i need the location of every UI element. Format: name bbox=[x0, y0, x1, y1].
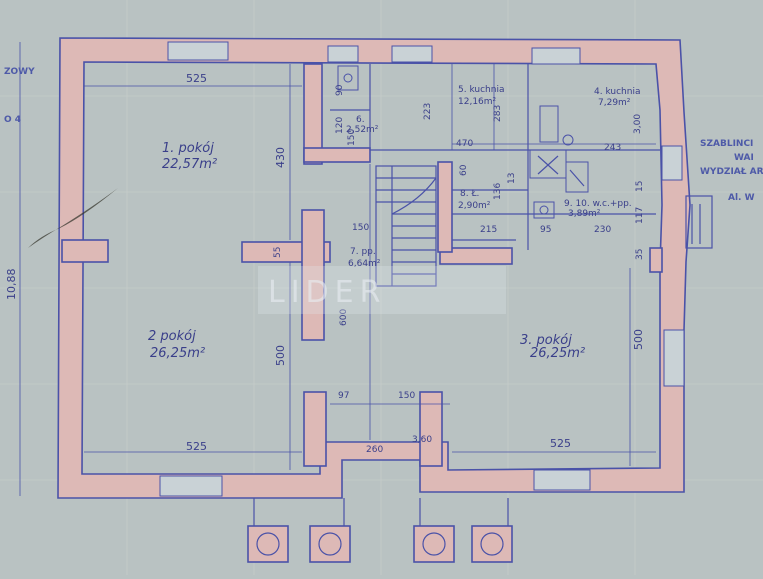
room4-area: 7,29m² bbox=[598, 98, 631, 108]
dim-97: 97 bbox=[338, 391, 349, 401]
dimension-lines bbox=[19, 42, 656, 496]
watermark-text: LIDER bbox=[268, 275, 386, 310]
left-margin-line1: ZOWY bbox=[4, 67, 35, 77]
room8-area: 2,90m² bbox=[458, 201, 491, 211]
windows bbox=[159, 41, 685, 497]
room-labels: 1. pokój 22,57m² 2 pokój 26,25m² 3. pokó… bbox=[148, 85, 640, 361]
stamp-line2: WAI bbox=[734, 153, 754, 163]
dim-hall-height: 600 bbox=[339, 309, 349, 326]
staircase bbox=[375, 165, 437, 287]
room6-name: 6. bbox=[356, 115, 365, 125]
dim-90: 90 bbox=[335, 84, 345, 96]
dim-55: 55 bbox=[273, 247, 283, 258]
dim-360: 3,60 bbox=[412, 435, 432, 445]
room9-name: 9. 10. w.c.+pp. bbox=[564, 199, 632, 209]
dim-95: 95 bbox=[540, 225, 551, 235]
room1-area: 22,57m² bbox=[162, 157, 217, 172]
dim-kitchen4-width: 243 bbox=[604, 143, 621, 153]
dim-150b: 150 bbox=[398, 391, 415, 401]
dim-room2-height: 500 bbox=[274, 345, 287, 366]
outer-walls bbox=[57, 37, 691, 499]
room2-area: 26,25m² bbox=[150, 346, 205, 361]
dim-215: 215 bbox=[480, 225, 497, 235]
room3-name: 3. pokój bbox=[520, 333, 572, 348]
dim-260: 260 bbox=[366, 445, 383, 455]
dim-13: 13 bbox=[507, 173, 517, 184]
room6-area: 2,52m² bbox=[346, 125, 379, 135]
dimension-labels: 525 525 525 430 500 500 10,88 600 470 24… bbox=[5, 72, 645, 455]
kitchen-fixtures bbox=[337, 65, 589, 219]
dim-room1-height: 430 bbox=[274, 147, 287, 168]
side-porch bbox=[685, 195, 713, 249]
room4-name: 4. kuchnia bbox=[594, 87, 640, 97]
dim-117: 117 bbox=[635, 207, 645, 224]
room8-name: 8. Ł. bbox=[460, 189, 479, 199]
room2-name: 2 pokój bbox=[148, 329, 196, 344]
left-margin-line2: O 4 bbox=[4, 115, 21, 125]
dim-60: 60 bbox=[459, 164, 469, 176]
dim-120: 120 bbox=[335, 117, 345, 134]
dim-bottom-left-width: 525 bbox=[186, 440, 207, 453]
room7-area: 6,64m² bbox=[348, 259, 381, 269]
dim-223: 223 bbox=[423, 103, 433, 120]
room7-name: 7. pp. bbox=[350, 247, 376, 257]
dim-kitchen-width: 470 bbox=[456, 139, 473, 149]
dim-room3-height: 500 bbox=[632, 329, 645, 350]
stamp-line1: SZABLINCI bbox=[700, 139, 753, 149]
dim-overall-height: 10,88 bbox=[5, 269, 18, 301]
dim-top-left-width: 525 bbox=[186, 72, 207, 85]
room5-area: 12,16m² bbox=[458, 97, 497, 107]
stamp-line4: Al. W bbox=[728, 193, 755, 203]
dim-15: 15 bbox=[635, 181, 645, 192]
dim-35: 35 bbox=[635, 249, 645, 260]
stamp-line3: WYDZIAŁ ARCH bbox=[700, 167, 763, 177]
ink-stain bbox=[28, 188, 118, 248]
dim-300: 3,00 bbox=[633, 114, 643, 134]
interior-walls bbox=[61, 63, 663, 467]
dim-bottom-right-width: 525 bbox=[550, 437, 571, 450]
dim-150c: 150 bbox=[347, 129, 357, 146]
dim-283: 283 bbox=[493, 105, 503, 122]
dim-150a: 150 bbox=[352, 223, 369, 233]
dim-230: 230 bbox=[594, 225, 611, 235]
room3-area: 26,25m² bbox=[530, 346, 585, 361]
room1-name: 1. pokój bbox=[162, 141, 214, 156]
dim-136: 136 bbox=[493, 183, 503, 200]
entrance-pillars bbox=[247, 498, 513, 563]
room9-area: 3,89m² bbox=[568, 209, 601, 219]
room5-name: 5. kuchnia bbox=[458, 85, 504, 95]
watermark-band bbox=[258, 266, 506, 314]
margin-text: ZOWY O 4 SZABLINCI WAI WYDZIAŁ ARCH Al. … bbox=[4, 67, 763, 203]
